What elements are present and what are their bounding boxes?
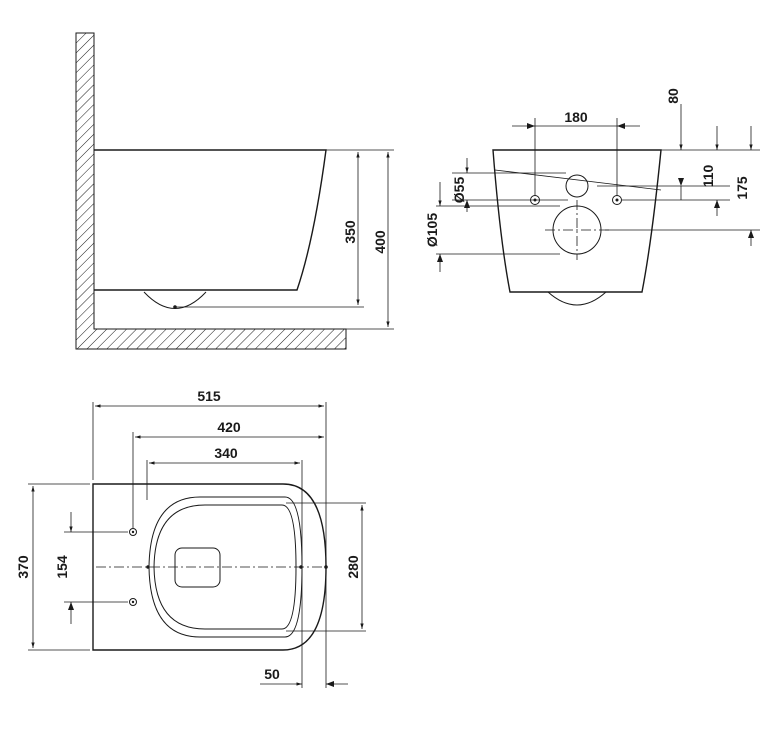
seat-rim-outline <box>148 496 303 638</box>
dim-label-180: 180 <box>564 109 588 125</box>
dim-label-280: 280 <box>345 555 361 579</box>
wall-hatch <box>75 32 347 350</box>
dim-label-d55: Ø55 <box>451 177 467 204</box>
dim-label-370: 370 <box>15 555 31 579</box>
dim-label-110: 110 <box>700 164 716 187</box>
dim-label-340: 340 <box>214 445 238 461</box>
top-view: 515 420 340 370 154 280 50 <box>15 388 366 688</box>
top-fixing-hole-bottom <box>129 598 137 606</box>
dim-label-400: 400 <box>372 230 388 254</box>
dim-label-154: 154 <box>54 555 70 579</box>
dim-label-175: 175 <box>734 176 750 200</box>
dim-label-350: 350 <box>342 220 358 244</box>
dim-label-80: 80 <box>665 88 681 104</box>
dim-label-420: 420 <box>217 419 241 435</box>
top-fixing-hole-top <box>129 528 137 536</box>
inlet-circle <box>565 174 589 198</box>
side-view: 350 400 <box>75 32 394 350</box>
outlet-center-dot <box>173 305 177 309</box>
back-view: 180 80 110 175 Ø55 Ø105 <box>424 88 760 306</box>
dim-label-50: 50 <box>264 666 280 682</box>
dim-label-d105: Ø105 <box>424 213 440 247</box>
bowl-side-outline <box>94 149 327 291</box>
seat-inner-outline <box>153 504 297 630</box>
drain-outline <box>174 547 221 588</box>
dim-label-515: 515 <box>197 388 221 404</box>
bowl-back-bump <box>547 291 607 306</box>
